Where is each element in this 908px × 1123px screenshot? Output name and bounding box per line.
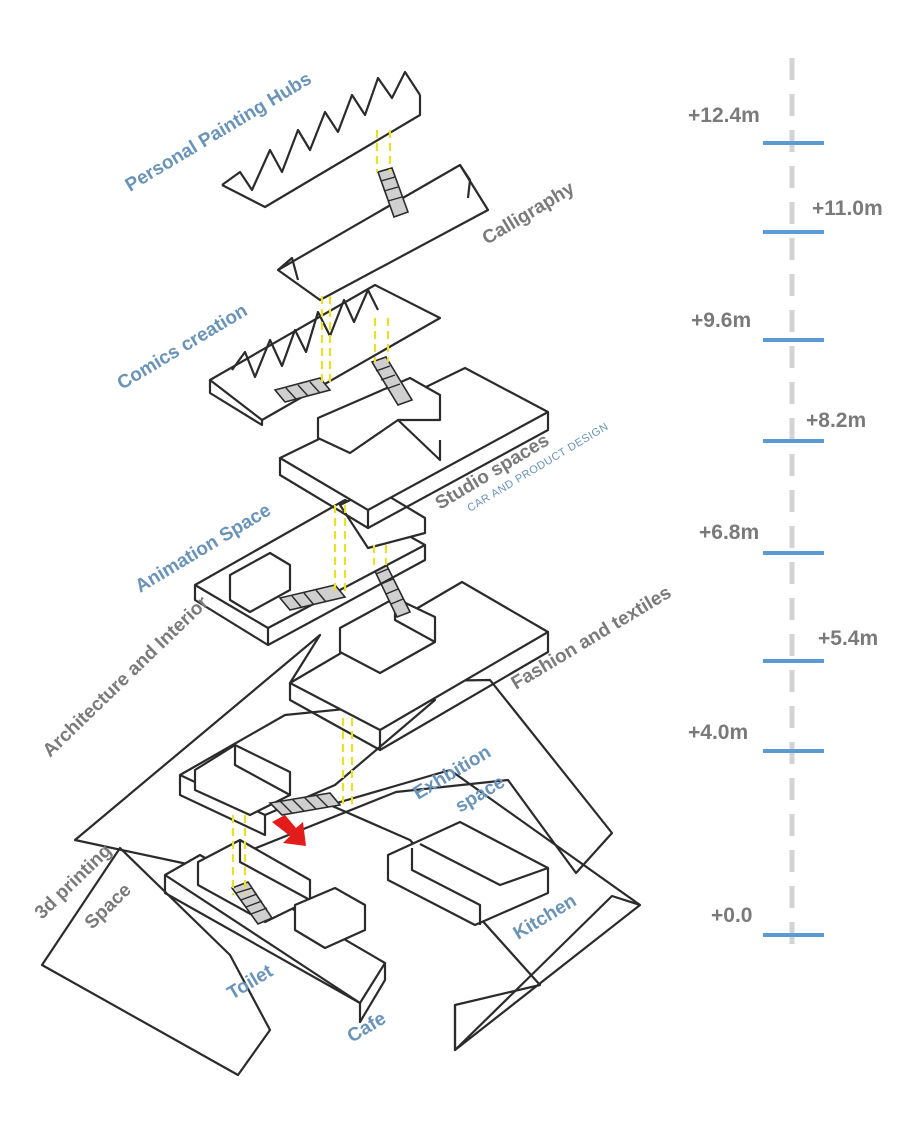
stair-level-6-8 <box>278 584 347 611</box>
level-label: +6.8m <box>699 521 759 544</box>
level-11-0-slab <box>276 163 490 302</box>
label-3d-printing-line2: Space <box>81 880 136 934</box>
exhibition-room <box>386 820 550 927</box>
label-toilet: Toilet <box>224 961 278 1005</box>
label-architecture-and-interior: Architecture and Interior <box>39 592 214 762</box>
level-label: +12.4m <box>688 104 760 127</box>
entrance-arrow-icon <box>272 815 306 846</box>
level-8-2-slab <box>278 356 550 530</box>
painting-hubs-sawtooth <box>221 70 421 192</box>
level-label: +4.0m <box>688 721 748 744</box>
level-4-slab <box>178 698 437 846</box>
level-scale: +12.4m +11.0m +9.6m +8.2m +6.8m +5.4m +4… <box>688 58 883 948</box>
level-9-6-slab <box>208 283 442 427</box>
cafe-walls <box>293 886 367 950</box>
stair-level-4 <box>268 792 342 816</box>
level-label: +8.2m <box>806 409 866 432</box>
level-5-4-slab <box>288 558 550 752</box>
stair-ground <box>230 881 274 925</box>
label-calligraphy: Calligraphy <box>479 178 579 250</box>
ground-level <box>40 633 642 1077</box>
vertical-guides <box>231 130 392 895</box>
comics-sawtooth <box>231 288 379 379</box>
label-cafe: Cafe <box>344 1008 390 1047</box>
level-label: +11.0m <box>812 197 883 220</box>
label-personal-painting-hubs: Personal Painting Hubs <box>122 68 316 196</box>
level-label: +0.0 <box>711 904 752 927</box>
level-12-4-roof <box>221 70 422 209</box>
fashion-slab <box>288 580 550 732</box>
level-label: +9.6m <box>691 309 751 332</box>
printing-volume-outline <box>40 846 272 1077</box>
level-label: +5.4m <box>818 627 878 650</box>
